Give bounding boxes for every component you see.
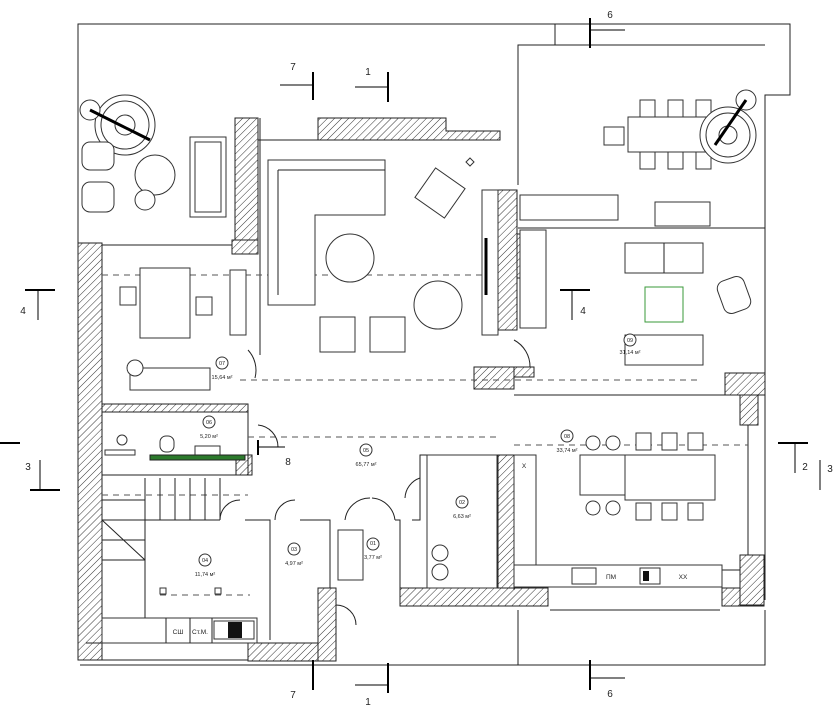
room-area: 33,74 м² [557, 448, 578, 454]
section-markers [0, 18, 821, 693]
room-number: 01 [370, 541, 376, 547]
section-4-right-label: 4 [580, 306, 586, 317]
room-area: 6,63 м² [453, 514, 471, 520]
utility-furniture [101, 587, 258, 644]
room-area: 4,97 м² [285, 561, 303, 567]
room-area: 3,77 м² [364, 555, 382, 561]
section-3-right-label: 3 [827, 464, 833, 475]
doors [219, 339, 531, 626]
room-area: 15,64 м² [212, 375, 233, 381]
room-number: 08 [564, 434, 570, 440]
office-furniture [119, 267, 247, 391]
stairs [101, 478, 221, 561]
fridge-label: ХХ [679, 574, 688, 581]
room-markers [198, 333, 637, 567]
room-number: 03 [291, 547, 297, 553]
section-1-top-label: 1 [365, 67, 371, 78]
room-number: 07 [219, 361, 225, 367]
room-number: 02 [459, 500, 465, 506]
sink-mark-label: Х [522, 463, 527, 470]
shower-label: СШ [173, 629, 184, 636]
room-area: 65,77 м² [356, 462, 377, 468]
room-number: 04 [202, 558, 208, 564]
lounge-furniture [519, 194, 752, 366]
section-1-bottom-label: 1 [365, 697, 371, 708]
section-8-label: 8 [285, 457, 291, 468]
section-labels: 1 1 2 3 3 4 4 6 6 7 7 8 [20, 10, 833, 708]
room-area: 5,20 м² [200, 434, 218, 440]
outdoor-furniture-left [79, 94, 227, 218]
site-outline [77, 23, 791, 666]
section-7-bottom-label: 7 [290, 690, 296, 701]
section-7-top-label: 7 [290, 62, 296, 73]
section-2-label: 2 [802, 462, 808, 473]
room-area: 31,14 м² [620, 350, 641, 356]
outdoor-dining [603, 89, 757, 227]
room-number: 09 [627, 338, 633, 344]
room-number: 06 [206, 420, 212, 426]
section-4-left-label: 4 [20, 306, 26, 317]
kitchen-furniture [337, 432, 723, 589]
section-6-top-label: 6 [607, 10, 613, 21]
dishwasher-label: ПМ [606, 574, 616, 581]
living-furniture [267, 157, 499, 353]
section-6-bottom-label: 6 [607, 689, 613, 700]
section-3-left-label: 3 [25, 462, 31, 473]
washer-label: Ст.М. [192, 629, 208, 636]
room-area: 11,74 м² [195, 572, 216, 578]
appliance-labels: СШ Ст.М. ПМ ХХ Х [173, 463, 688, 636]
room-number: 05 [363, 448, 369, 454]
bathroom-furniture [104, 434, 246, 461]
room-labels: 01 3,77 м² 02 6,63 м² 03 4,97 м² 04 11,7… [195, 338, 641, 578]
walls [77, 117, 766, 662]
overhead-lines [102, 274, 748, 596]
